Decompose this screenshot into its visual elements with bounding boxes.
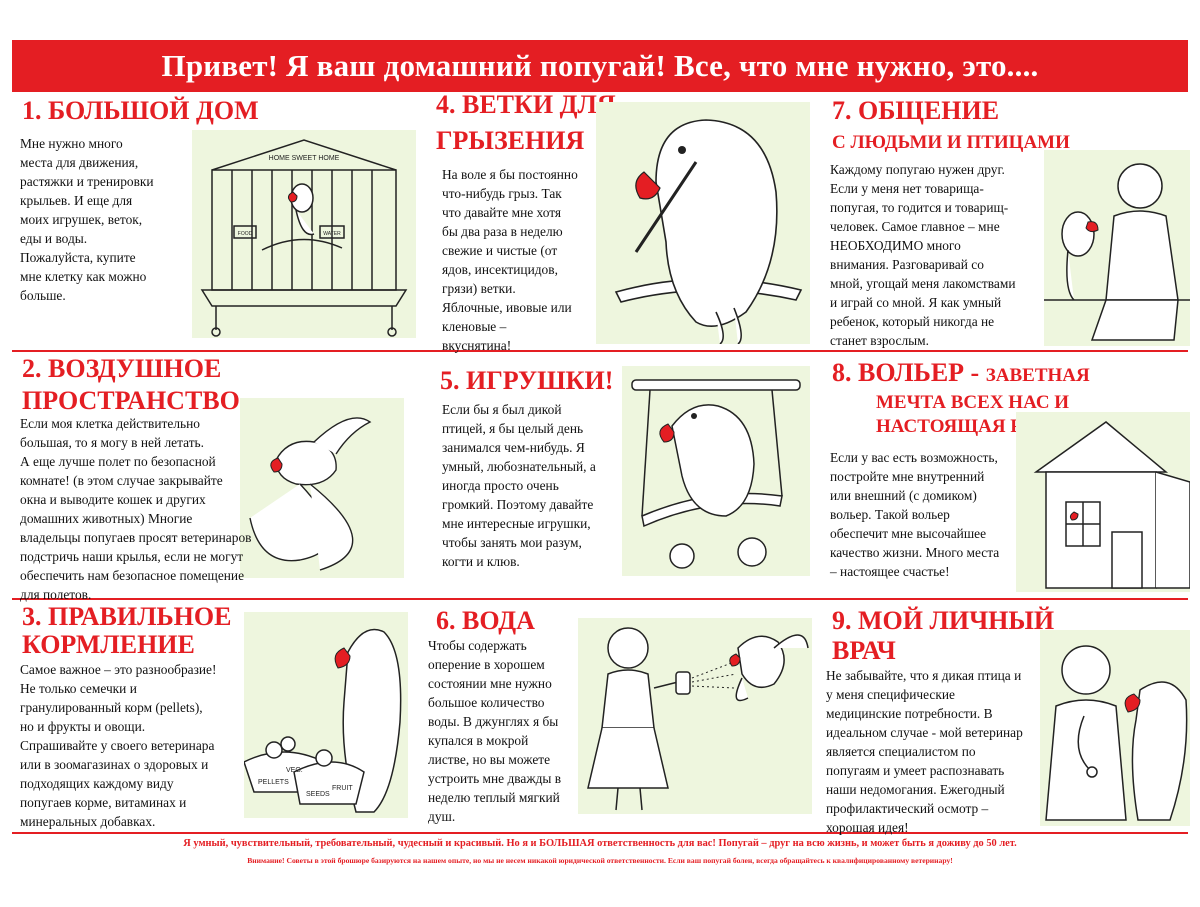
page-title: Привет! Я ваш домашний попугай! Все, что… bbox=[12, 40, 1188, 92]
section-title-line2: ГРЫЗЕНИЯ bbox=[436, 126, 585, 155]
footer-disclaimer: Внимание! Советы в этой брошюре базируют… bbox=[247, 856, 953, 865]
section-text: На воле я бы постоянно что-нибудь грыз. … bbox=[442, 167, 578, 353]
girl-with-parrot-illustration bbox=[1044, 150, 1190, 346]
section-title-line1: 2. ВОЗДУШНОЕ bbox=[22, 354, 222, 383]
water-dish-label: WATER bbox=[323, 231, 341, 237]
vet-with-parrot-illustration bbox=[1040, 630, 1190, 826]
section-subtitle-line1: МЕЧТА ВСЕХ НАС И bbox=[876, 392, 1070, 413]
basket-label-fruit: FRUIT bbox=[332, 785, 353, 792]
section-text: Если моя клетка действительно большая, т… bbox=[20, 416, 252, 602]
vet-parrot-drawing bbox=[1045, 645, 1188, 821]
girl-parrot-drawing bbox=[1044, 163, 1190, 341]
parrot-branch-drawing bbox=[614, 119, 803, 344]
section-subtitle: С ЛЮДЬМИ И ПТИЦАМИ bbox=[832, 132, 1070, 153]
section-title-line1: 4. ВЕТКИ ДЛЯ bbox=[436, 90, 616, 119]
food-dish-label: FOOD bbox=[238, 231, 253, 237]
cage-drawing: HOME SWEET HOME FOOD WATER bbox=[200, 139, 408, 337]
section-title-line1: 3. ПРАВИЛЬНОЕ bbox=[22, 602, 232, 631]
section-title: 8. ВОЛЬЕР - ЗАВЕТНАЯ bbox=[832, 356, 1090, 392]
parrot-swing-illustration bbox=[622, 366, 810, 576]
basket-label-pellets: PELLETS bbox=[258, 779, 289, 786]
section-text: Мне нужно много места для движения, раст… bbox=[20, 136, 154, 303]
section-text: Если у вас есть возможность, постройте м… bbox=[830, 450, 1000, 579]
section-title: 1. БОЛЬШОЙ ДОМ bbox=[22, 96, 259, 125]
cage-sign-text: HOME SWEET HOME bbox=[269, 155, 340, 162]
aviary-house-illustration bbox=[1016, 412, 1190, 592]
cage-illustration: HOME SWEET HOME FOOD WATER bbox=[192, 130, 416, 338]
section-title-line2: ВРАЧ bbox=[832, 636, 896, 665]
parrot-swing-drawing bbox=[631, 379, 801, 569]
section-text: Чтобы содержать оперение в хорошем состо… bbox=[428, 638, 562, 824]
basket-label-seeds: SEEDS bbox=[306, 791, 330, 798]
row-divider-1 bbox=[12, 350, 1188, 352]
section-title-rest: ЗАВЕТНАЯ bbox=[985, 365, 1090, 386]
section-title-line1: 9. МОЙ ЛИЧНЫЙ bbox=[832, 606, 1055, 635]
aviary-house-drawing bbox=[1033, 421, 1190, 589]
section-title-line2: ПРОСТРАНСТВО bbox=[22, 386, 240, 415]
section-text: Самое важное – это разнообразие! Не толь… bbox=[20, 662, 217, 829]
food-baskets-parrot-illustration: PELLETS SEEDS VEG. FRUIT bbox=[244, 612, 408, 818]
section-title: 6. ВОДА bbox=[436, 606, 535, 635]
spray-shower-drawing bbox=[587, 627, 809, 811]
section-title: 7. ОБЩЕНИЕ bbox=[832, 96, 1000, 125]
spray-shower-illustration bbox=[578, 618, 812, 814]
footer-responsibility-note: Я умный, чувствительный, требовательный,… bbox=[183, 838, 1017, 849]
flying-parrot-drawing bbox=[249, 417, 372, 571]
section-text: Каждому попугаю нужен друг. Если у меня … bbox=[830, 162, 1016, 348]
section-title-line2: КОРМЛЕНИЕ bbox=[22, 630, 195, 659]
row-divider-2 bbox=[12, 598, 1188, 600]
section-text: Если бы я был дикой птицей, я бы целый д… bbox=[442, 402, 596, 569]
footer-divider bbox=[12, 832, 1188, 834]
basket-label-veg: VEG. bbox=[286, 767, 303, 774]
food-baskets-drawing: PELLETS SEEDS VEG. FRUIT bbox=[244, 628, 402, 813]
section-title: 5. ИГРУШКИ! bbox=[440, 366, 614, 395]
section-text: Не забывайте, что я дикая птица и у меня… bbox=[826, 668, 1023, 835]
flying-parrot-illustration bbox=[240, 398, 404, 578]
parrot-branch-illustration bbox=[596, 102, 810, 344]
section-title-main: 8. ВОЛЬЕР - bbox=[832, 358, 986, 387]
